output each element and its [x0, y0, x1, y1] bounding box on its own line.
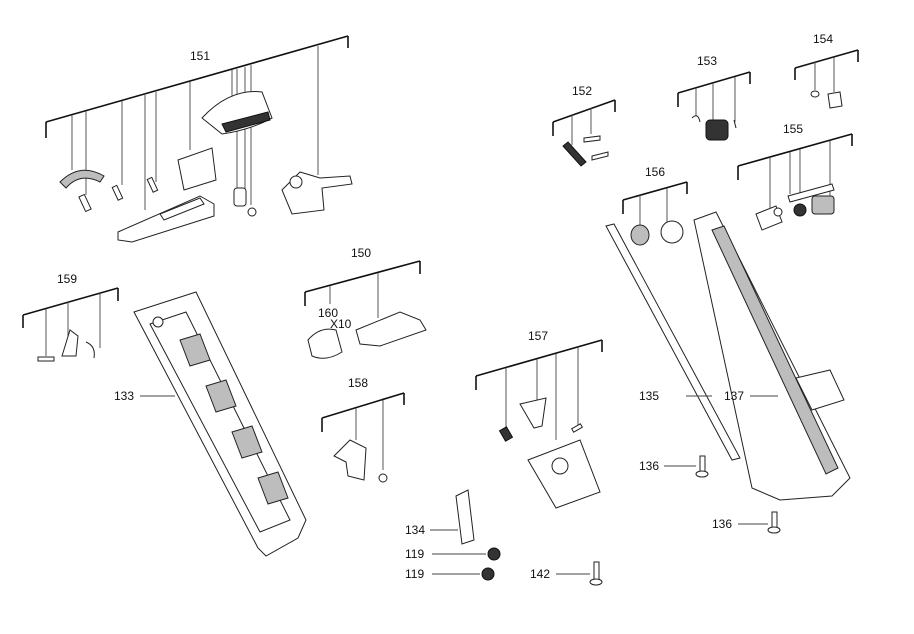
bolt-head — [589, 578, 603, 586]
callout-153: 153 — [697, 54, 717, 68]
lever-part — [787, 183, 835, 203]
nut-body — [487, 547, 501, 561]
part-133-housing: 133 — [114, 291, 307, 557]
pin-part — [78, 193, 92, 213]
nut-body — [481, 567, 495, 581]
bolt-part — [583, 135, 601, 143]
screw-head — [695, 470, 709, 478]
callout-155: 155 — [783, 122, 803, 136]
part-142-bolt: 142 — [530, 561, 603, 586]
pin-part — [733, 119, 737, 129]
nut-part — [793, 203, 807, 217]
spring-part — [498, 426, 514, 442]
screw-part — [37, 356, 55, 362]
callout-136-b: 136 — [712, 517, 732, 531]
screw-head — [767, 526, 781, 534]
callout-157: 157 — [528, 329, 548, 343]
callout-160: 160 — [318, 306, 338, 320]
part-group-158: 158 — [321, 376, 405, 483]
latch-plate-part — [527, 439, 601, 509]
spring-rod-part — [355, 311, 427, 347]
part-135-rail: 135 — [605, 223, 741, 461]
callout-158: 158 — [348, 376, 368, 390]
part-group-156: 156 — [622, 165, 688, 246]
part-119-nut-a: 119 — [405, 547, 501, 561]
clip-part — [59, 169, 105, 189]
bracket-part — [333, 439, 367, 481]
trigger-grip — [221, 111, 271, 133]
window-slot — [257, 471, 289, 505]
part-group-157: 157 — [475, 329, 603, 509]
part-group-153: 153 — [677, 54, 751, 141]
part-136-screw-b: 136 — [712, 511, 781, 534]
lever-part — [61, 329, 79, 357]
screw-shank — [771, 511, 778, 529]
pin-part — [146, 176, 159, 193]
screw-part — [810, 90, 820, 98]
callout-133: 133 — [114, 389, 134, 403]
part-119-nut-b: 119 — [405, 567, 495, 581]
clip-part — [691, 115, 701, 123]
callout-136-a: 136 — [639, 459, 659, 473]
callout-119-b: 119 — [405, 567, 424, 581]
housing-channel — [149, 311, 291, 533]
window-slot — [205, 379, 237, 413]
window-slot — [179, 333, 211, 367]
spacer-part — [233, 187, 247, 207]
pin-part — [570, 423, 584, 433]
part-group-154: 154 — [794, 32, 859, 109]
callout-119-a: 119 — [405, 547, 424, 561]
part-group-151: 151 — [45, 35, 353, 243]
part-136-screw-a: 136 — [639, 455, 709, 478]
cap-part — [630, 224, 650, 246]
mount-hole — [152, 316, 164, 328]
callout-137: 137 — [724, 389, 744, 403]
rail-body — [605, 223, 741, 461]
window-slot — [231, 425, 263, 459]
wing-bolt-part — [519, 397, 547, 429]
bolt-shank — [593, 561, 600, 581]
roller-part — [705, 119, 729, 141]
callout-142: 142 — [530, 567, 550, 581]
part-137-magazine: 137 — [693, 211, 851, 501]
part-group-152: 152 — [552, 84, 616, 167]
part-group-155: 155 — [737, 122, 853, 231]
callout-159: 159 — [57, 272, 77, 286]
ring-part — [247, 207, 257, 217]
part-group-150: 150 160 X10 — [304, 246, 427, 359]
latch-plate-hole — [551, 457, 569, 475]
callout-151: 151 — [190, 49, 210, 63]
ring-part — [660, 220, 684, 244]
callout-154: 154 — [813, 32, 833, 46]
callout-150: 150 — [351, 246, 371, 260]
bolt-part — [591, 151, 609, 161]
washer-part — [773, 207, 783, 217]
screw-part — [378, 473, 388, 483]
link-plate-part — [562, 141, 587, 167]
roller-part — [307, 328, 343, 359]
magazine-channel — [711, 225, 839, 475]
spring-clip-part — [85, 341, 95, 359]
magazine-bracket — [795, 369, 845, 411]
callout-135: 135 — [639, 389, 659, 403]
part-134-plate: 134 — [405, 489, 475, 545]
screw-shank — [699, 455, 706, 473]
callout-152: 152 — [572, 84, 592, 98]
callout-160-quantity: X10 — [330, 317, 352, 331]
part-group-159: 159 — [22, 272, 119, 362]
linkage-slot — [159, 197, 205, 221]
spring-part — [811, 195, 835, 215]
latch-pivot — [289, 175, 303, 189]
callout-156: 156 — [645, 165, 665, 179]
clamp-part — [827, 91, 843, 109]
bracket-part — [177, 147, 217, 191]
callout-134: 134 — [405, 523, 425, 537]
pin-part — [111, 184, 124, 201]
plate-body — [455, 489, 475, 545]
